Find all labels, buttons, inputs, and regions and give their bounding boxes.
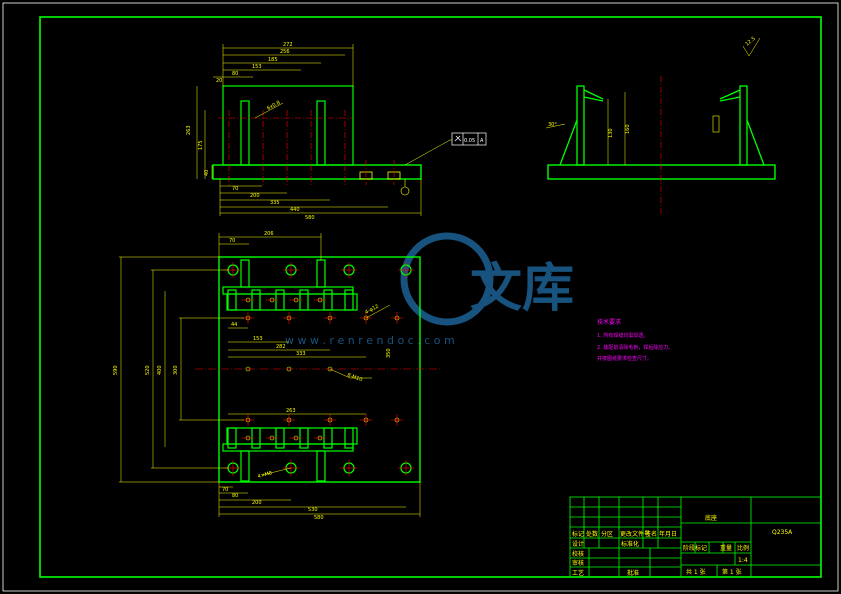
- plan-dim-44: 44: [231, 322, 237, 328]
- front-rib-right: [316, 100, 326, 166]
- front-dimension-lines: [196, 44, 452, 216]
- plan-dimension-lines: [119, 233, 421, 517]
- plan-center-marks: [225, 262, 414, 476]
- front-dim-70: 70: [232, 186, 238, 192]
- tb-sheet-no: 第 1 张: [722, 568, 742, 576]
- tolerance-value: 0.05: [464, 138, 475, 144]
- side-dim-160: 160: [625, 124, 631, 134]
- notes-line-2: 2. 装配前清除毛刺，焊后除应力。: [597, 344, 673, 351]
- side-dimension-lines: [545, 92, 626, 165]
- front-slot-callout: 6x0.8: [266, 100, 281, 112]
- front-dim-153: 153: [252, 64, 262, 70]
- plan-dim-70-top: 70: [229, 238, 235, 244]
- plan-dim-263: 263: [286, 408, 296, 414]
- tb-header-count: 处数: [586, 530, 598, 538]
- notes-line-1: 1. 所有焊缝均需焊透。: [597, 332, 648, 339]
- front-dim-80: 80: [232, 71, 238, 77]
- watermark: 文库 w w w . r e n r e n d o c . c o m: [285, 232, 574, 347]
- title-block: 底座 Q235A 标记 处数 分区 更改文件号 签名 年月日 设计 标准化 校核…: [569, 496, 822, 578]
- front-dim-440: 440: [290, 207, 300, 213]
- front-centerlines: [218, 110, 395, 185]
- title-material: Q235A: [772, 529, 793, 536]
- tb-header-sign: 签名: [645, 530, 657, 538]
- front-back-wall: [222, 85, 354, 166]
- front-rib-left: [240, 100, 250, 166]
- plan-dim-400: 400: [157, 365, 163, 375]
- front-dim-256: 256: [280, 49, 290, 55]
- front-dim-272: 272: [283, 42, 293, 48]
- tb-header-zone: 分区: [601, 530, 613, 538]
- plan-dim-200: 200: [252, 500, 262, 506]
- plan-dim-350: 350: [386, 348, 392, 358]
- drawing-frame: [39, 16, 822, 578]
- tolerance-datum: A: [480, 138, 484, 144]
- plan-hole-callout-1: 8-M10: [346, 372, 363, 383]
- tb-approve: 批准: [627, 569, 639, 577]
- tb-standardize: 标准化: [621, 540, 639, 548]
- roughness-value: 12.5: [744, 36, 756, 48]
- plan-dim-530: 530: [308, 507, 318, 513]
- watermark-circle: [400, 232, 494, 326]
- front-dim-580: 580: [305, 215, 315, 221]
- front-dim-185: 185: [268, 57, 278, 63]
- front-dim-40: 40: [204, 170, 210, 176]
- tb-header-mark: 标记: [572, 530, 584, 538]
- plan-dim-153: 153: [253, 336, 263, 342]
- tb-header-date: 年月日: [659, 530, 677, 538]
- front-dim-335: 335: [270, 200, 280, 206]
- front-dim-20: 20: [216, 78, 222, 84]
- side-angle: 30°: [548, 122, 557, 128]
- plan-hole-callout-2: 4-φ12: [364, 304, 380, 316]
- side-base-plate: [547, 164, 776, 180]
- plan-dim-333: 333: [296, 351, 306, 357]
- roughness-symbol: 12.5: [742, 36, 761, 57]
- tb-stage: 阶段标记: [683, 544, 707, 552]
- notes-title: 技术要求: [597, 318, 621, 326]
- side-gusset-left: [559, 85, 604, 166]
- plan-dim-70-bottom: 70: [222, 487, 228, 493]
- side-section-mark: [712, 115, 720, 133]
- side-view: 30° 130 160 12.5: [545, 36, 776, 216]
- plan-dim-580: 580: [314, 515, 324, 521]
- side-dim-130: 130: [608, 128, 614, 138]
- tb-role-check: 校核: [572, 550, 584, 558]
- plan-dim-590: 590: [113, 365, 119, 375]
- tb-role-review: 审核: [572, 559, 584, 567]
- tb-weight: 重量: [720, 544, 732, 552]
- tb-scale: 1:4: [738, 557, 748, 564]
- tolerance-frame: 0.05 A: [451, 132, 487, 146]
- plan-plate-outline: [218, 256, 421, 483]
- tb-role-process: 工艺: [572, 569, 584, 577]
- plan-dim-206: 206: [264, 231, 274, 237]
- plan-dim-282: 282: [276, 344, 286, 350]
- tb-header-change: 更改文件号: [620, 530, 650, 538]
- plan-view: 206 70 590 520 400 300 44 153 282 333 26…: [113, 231, 440, 521]
- datum-marker: [400, 179, 410, 196]
- notes-line-3: 并按图纸要求检查尺寸。: [597, 355, 652, 362]
- plan-dim-80: 80: [232, 493, 238, 499]
- tb-ratio: 比例: [737, 544, 749, 552]
- plan-upper-rib: [222, 259, 358, 311]
- front-dim-263: 263: [186, 125, 192, 135]
- plan-dim-520: 520: [145, 365, 151, 375]
- watermark-text: 文库: [470, 259, 574, 319]
- front-dim-200: 200: [250, 193, 260, 199]
- tb-sheets: 共 1 张: [686, 568, 706, 576]
- plan-hole-callout-3: 4×M8: [257, 470, 273, 480]
- plan-dim-300: 300: [173, 365, 179, 375]
- front-dim-175: 175: [198, 140, 204, 150]
- front-view: 272 256 185 153 80 20 263 175 40 70 200 …: [186, 42, 487, 221]
- title-part-name: 底座: [705, 514, 717, 522]
- side-gusset-right: [719, 85, 765, 166]
- tb-role-design: 设计: [572, 540, 584, 548]
- technical-notes: 技术要求 1. 所有焊缝均需焊透。 2. 装配前清除毛刺，焊后除应力。 并按图纸…: [597, 318, 673, 362]
- watermark-url: w w w . r e n r e n d o c . c o m: [285, 334, 455, 347]
